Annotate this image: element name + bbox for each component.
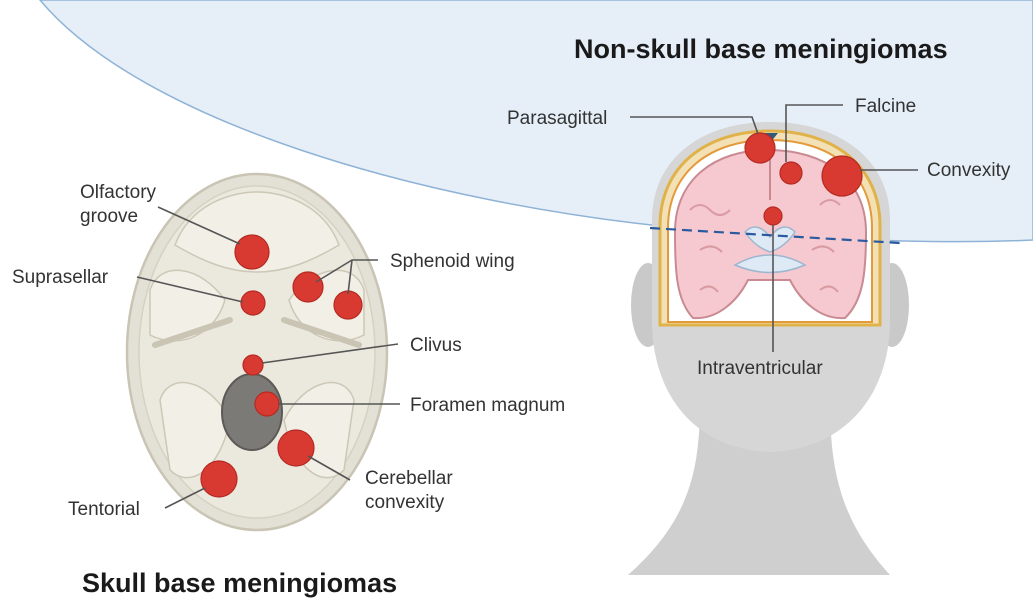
label-foramen-magnum: Foramen magnum: [410, 395, 565, 416]
label-intraventricular: Intraventricular: [697, 358, 823, 379]
label-clivus: Clivus: [410, 335, 462, 356]
label-suprasellar: Suprasellar: [12, 267, 109, 288]
tumor-intraventricular: [764, 207, 782, 225]
label-sphenoid-wing: Sphenoid wing: [390, 251, 515, 272]
label-tentorial: Tentorial: [68, 499, 140, 520]
tumor-sphenoid-wing-lateral: [334, 291, 362, 319]
tumor-parasagittal: [745, 133, 775, 163]
title-non-skull-base: Non-skull base meningiomas: [574, 34, 948, 64]
label-cerebellar-line2: convexity: [365, 492, 445, 513]
tumor-suprasellar: [241, 291, 265, 315]
label-falcine: Falcine: [855, 96, 916, 117]
tumor-convexity: [822, 156, 862, 196]
label-olfactory-groove-line2: groove: [80, 206, 138, 227]
tumor-falcine: [780, 162, 802, 184]
title-skull-base: Skull base meningiomas: [82, 568, 397, 598]
tumor-sphenoid-wing-medial: [293, 272, 323, 302]
skull-base-illustration: [127, 174, 387, 530]
tumor-foramen-magnum: [255, 392, 279, 416]
tumor-clivus: [243, 355, 263, 375]
head-illustration: [628, 122, 909, 575]
label-parasagittal: Parasagittal: [507, 108, 607, 129]
label-cerebellar-line1: Cerebellar: [365, 468, 453, 489]
label-olfactory-groove-line1: Olfactory: [80, 182, 157, 203]
label-convexity: Convexity: [927, 160, 1011, 181]
tumor-olfactory-groove: [235, 235, 269, 269]
tumor-tentorial: [201, 461, 237, 497]
tumor-cerebellar-convexity: [278, 430, 314, 466]
